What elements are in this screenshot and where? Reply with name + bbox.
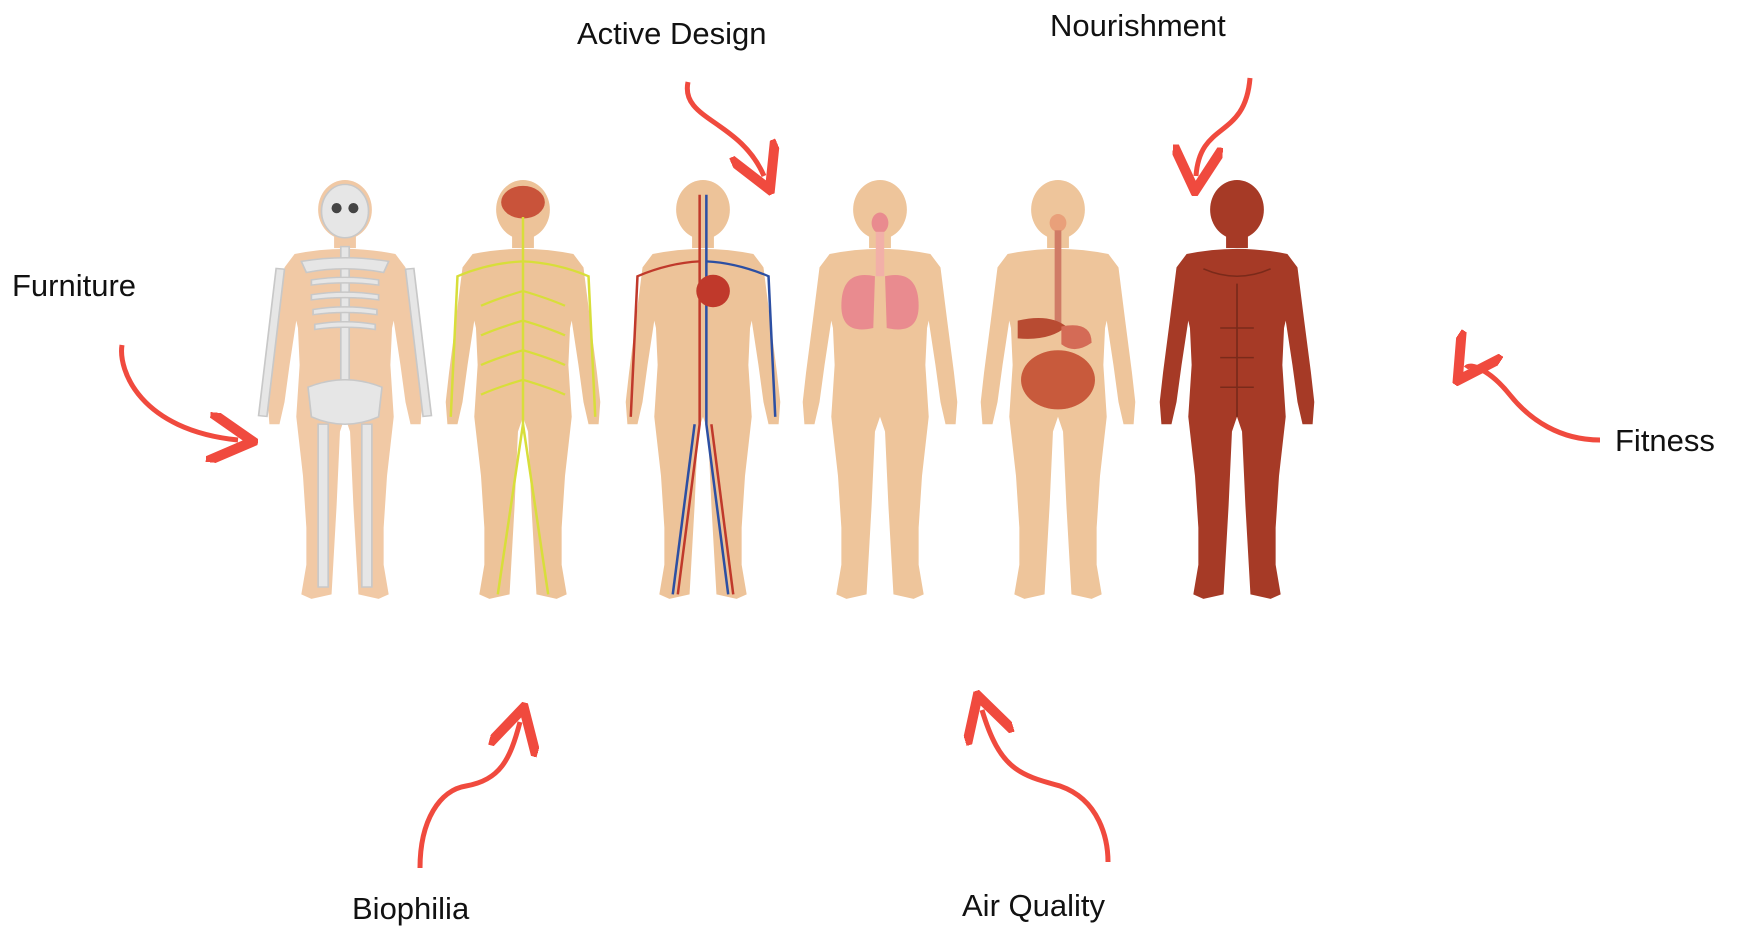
air-quality-arrow bbox=[982, 710, 1108, 862]
biophilia-arrow bbox=[420, 722, 520, 868]
respiratory-system-figure-icon bbox=[803, 180, 958, 599]
nervous-system-figure-icon bbox=[446, 180, 601, 599]
active-design-arrow bbox=[687, 82, 764, 176]
skeleton-figure-icon bbox=[259, 180, 432, 599]
fitness-arrow bbox=[1466, 366, 1600, 440]
label-biophilia: Biophilia bbox=[352, 893, 469, 924]
circulatory-system-figure-icon bbox=[626, 180, 781, 599]
label-furniture: Furniture bbox=[12, 270, 136, 301]
label-nourishment: Nourishment bbox=[1050, 10, 1226, 41]
label-active-design: Active Design bbox=[577, 18, 767, 49]
muscular-system-figure-icon bbox=[1160, 180, 1315, 599]
label-fitness: Fitness bbox=[1615, 425, 1715, 456]
furniture-arrow bbox=[122, 345, 238, 440]
label-air-quality: Air Quality bbox=[962, 890, 1105, 921]
digestive-system-figure-icon bbox=[981, 180, 1136, 599]
nourishment-arrow bbox=[1196, 78, 1250, 176]
